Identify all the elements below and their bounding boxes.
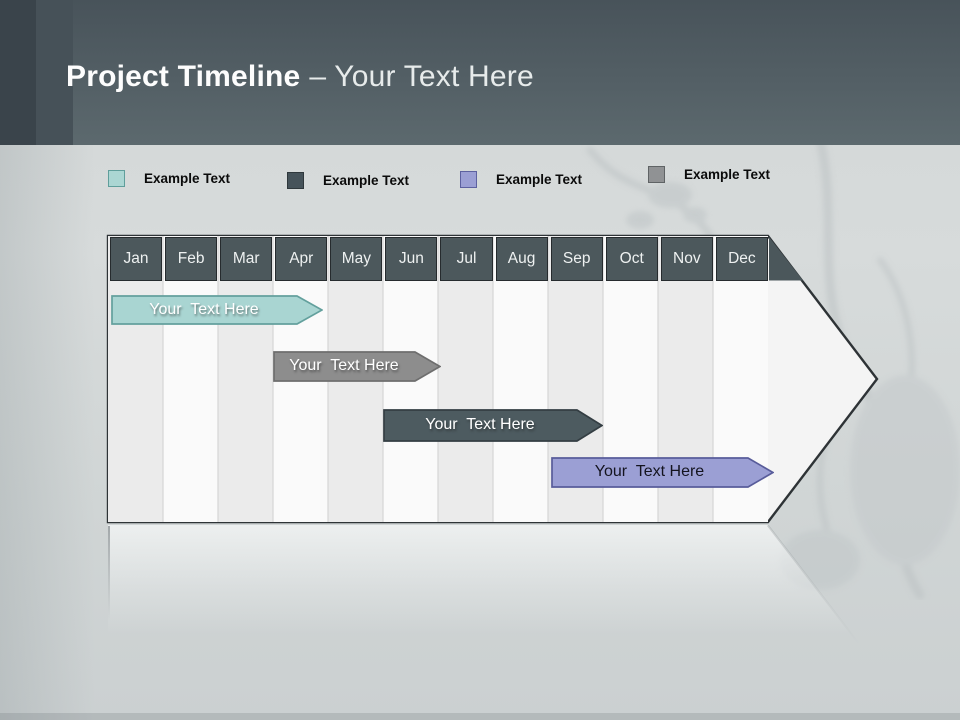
month-header-cell: Aug <box>495 237 548 281</box>
task-bar-shape <box>273 351 441 382</box>
task-bar: Your Text Here <box>111 295 323 325</box>
month-header-cell: Jun <box>385 237 438 281</box>
legend-label: Example Text <box>684 167 771 182</box>
month-header-cell: Dec <box>715 237 768 281</box>
task-bar-label: Your Text Here <box>594 463 705 480</box>
legend-label: Example Text <box>144 171 231 186</box>
table-reflection <box>108 525 876 665</box>
legend-swatch <box>648 166 665 183</box>
slide-title: Project Timeline– Your Text Here <box>66 58 534 96</box>
task-bar: Your Text Here <box>551 457 774 488</box>
task-bar: Your Text Here <box>273 351 441 382</box>
legend-item: Example Text <box>648 166 770 183</box>
month-header-cell: May <box>330 237 383 281</box>
header-accent-bar-mid <box>36 0 73 145</box>
month-header-cell: Jan <box>110 237 163 281</box>
reflection-left-edge <box>108 526 110 621</box>
legend-swatch <box>460 171 477 188</box>
task-bar: Your Text Here <box>383 409 603 442</box>
month-header-cell: Oct <box>605 237 658 281</box>
legend-item: Example Text <box>108 170 230 187</box>
month-header-cell: Sep <box>550 237 603 281</box>
task-bar-label: Your Text Here <box>289 357 399 374</box>
slide-header-band: Project Timeline– Your Text Here <box>0 0 960 145</box>
header-corner-wedge <box>769 237 803 281</box>
slide-title-primary: Project Timeline <box>66 60 301 93</box>
task-bar-shape <box>551 457 774 488</box>
legend-item: Example Text <box>287 172 409 189</box>
month-header-cell: Apr <box>275 237 328 281</box>
task-bar-label: Your Text Here <box>149 301 259 318</box>
slide-title-secondary: – Your Text Here <box>309 60 534 93</box>
task-bar-shape <box>111 295 323 325</box>
legend-swatch <box>108 170 125 187</box>
legend-item: Example Text <box>460 171 582 188</box>
legend-label: Example Text <box>496 172 583 187</box>
task-bar-shape <box>383 409 603 442</box>
header-accent-bar-dark <box>0 0 36 145</box>
task-bar-label: Your Text Here <box>425 416 535 433</box>
legend-label: Example Text <box>323 173 410 188</box>
month-header-cell: Nov <box>660 237 713 281</box>
background-bottom-shade <box>0 713 960 720</box>
month-header-cell: Jul <box>440 237 493 281</box>
month-header-cell: Mar <box>220 237 273 281</box>
month-header-cell: Feb <box>165 237 218 281</box>
background-left-shade <box>0 145 95 720</box>
legend-swatch <box>287 172 304 189</box>
